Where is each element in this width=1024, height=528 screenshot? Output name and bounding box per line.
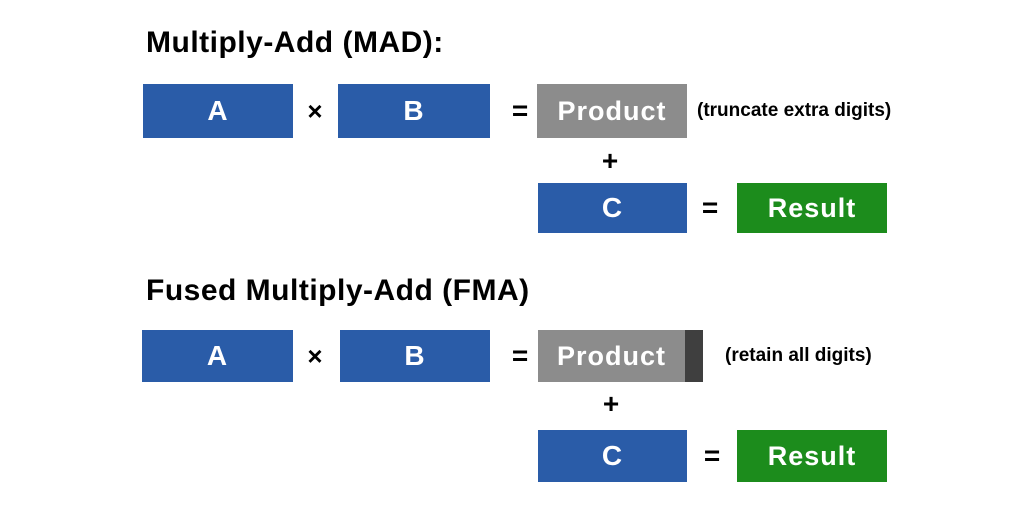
fma-operand-a-box: A [142,330,293,382]
mad-truncate-note: (truncate extra digits) [697,100,892,121]
fma-times-operator: × [307,340,323,371]
fma-retain-note: (retain all digits) [725,345,872,366]
fma-extra-digits-segment [685,330,703,382]
fma-operand-c-box: C [538,430,687,482]
mad-operand-c-box: C [538,183,687,233]
mad-plus-operator: + [601,145,619,176]
fma-product-box: Product [538,330,703,382]
fma-section-title: Fused Multiply-Add (FMA) [146,274,530,307]
fma-result-box: Result [737,430,887,482]
fma-equals-product-operator: = [511,340,529,371]
mad-equals-result-operator: = [701,192,719,223]
mad-product-box: Product [537,84,687,138]
mad-times-operator: × [307,95,323,126]
mad-section-title: Multiply-Add (MAD): [146,26,444,59]
mad-operand-b-box: B [338,84,490,138]
fma-plus-operator: + [602,388,620,419]
mad-equals-product-operator: = [511,95,529,126]
fma-operand-b-box: B [340,330,490,382]
fma-product-label: Product [538,330,685,382]
mad-operand-a-box: A [143,84,293,138]
mad-result-box: Result [737,183,887,233]
fma-equals-result-operator: = [703,440,721,471]
